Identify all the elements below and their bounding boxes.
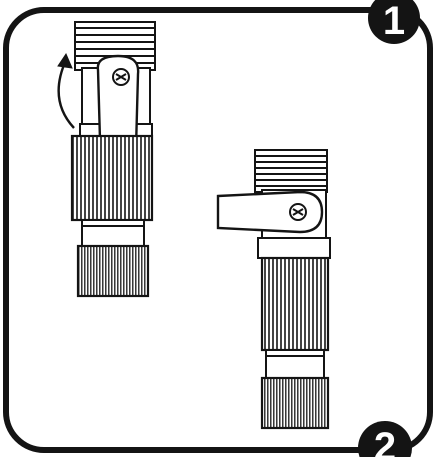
valve-open-illustration	[216, 149, 331, 430]
diagram-frame	[3, 7, 433, 453]
step-number-1: 1	[383, 0, 405, 43]
step-badge-1: 1	[368, 0, 420, 44]
valve-closed-illustration	[57, 21, 156, 298]
bottom-grip	[76, 244, 150, 298]
bottom-grip	[260, 376, 330, 430]
rotation-arrow-icon	[57, 59, 75, 129]
top-thread-connector	[254, 149, 328, 193]
knurled-sleeve	[260, 256, 330, 352]
valve-lever-horizontal	[216, 190, 324, 234]
step-badge-2: 2	[358, 421, 412, 457]
knurled-sleeve	[70, 134, 154, 222]
step-number-2: 2	[374, 425, 396, 457]
